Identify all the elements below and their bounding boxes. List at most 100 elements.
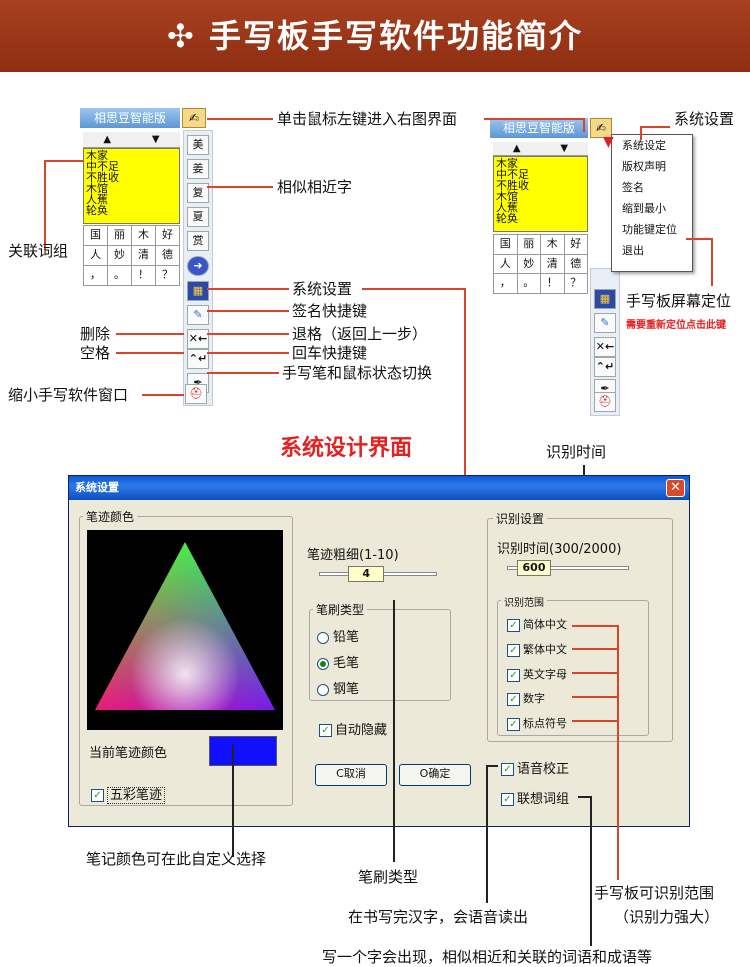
checkbox-checked-icon: ✓ [319, 724, 332, 737]
pen-menu-button[interactable]: ✍ [590, 118, 612, 138]
leader-line [232, 745, 234, 857]
brush-radio-pencil[interactable]: 铅笔 [317, 626, 359, 645]
minimize-hat-icon[interactable]: ⛑ [185, 384, 207, 404]
grid-char[interactable]: 国 [494, 235, 517, 254]
grid-char[interactable]: 好 [156, 226, 179, 245]
similar-char-button[interactable]: 复 [187, 183, 209, 203]
grid-char[interactable]: 德 [156, 246, 179, 265]
grid-char[interactable]: 木 [541, 235, 564, 254]
cancel-button[interactable]: C取消 [315, 764, 387, 786]
candidate-item[interactable]: 木馆 [496, 190, 518, 203]
color-triangle-picker[interactable] [87, 530, 283, 730]
brush-radio-pen[interactable]: 钢笔 [317, 678, 359, 697]
recog-time-slider-thumb[interactable]: 600 [517, 560, 551, 576]
grid-char[interactable]: 清 [541, 254, 564, 274]
grid-char[interactable]: 木 [132, 226, 155, 245]
candidate-item[interactable]: 中不足 [496, 168, 529, 181]
auto-hide-checkbox[interactable]: ✓自动隐藏 [319, 719, 387, 738]
grid-char[interactable]: 人 [84, 246, 107, 265]
brush-radio-brush[interactable]: 毛笔 [317, 652, 359, 671]
arrow-circle-icon[interactable]: ➜ [187, 256, 209, 276]
delete-backspace-icon[interactable]: ✕← [187, 329, 209, 349]
note-signature: 签名快捷键 [292, 302, 368, 320]
settings-grid-icon[interactable]: ▦ [594, 289, 616, 309]
menu-item-copyright[interactable]: 版权声明 [622, 160, 666, 173]
similar-char-button[interactable]: 赏 [187, 231, 209, 251]
candidate-item[interactable]: 人蕉 [86, 193, 108, 206]
assoc-words-checkbox[interactable]: ✓联想词组 [501, 788, 569, 807]
recog-time-slider[interactable] [507, 566, 629, 570]
grid-char[interactable]: 人 [494, 254, 517, 274]
settings-grid-icon[interactable]: ▦ [187, 281, 209, 301]
radio-selected-icon [317, 657, 329, 670]
grid-char[interactable]: ？ [564, 274, 587, 293]
page-up-arrow[interactable]: ▲ [512, 143, 521, 154]
space-enter-icon[interactable]: ⌃↵ [187, 349, 209, 369]
grid-char[interactable]: 丽 [108, 226, 131, 245]
range-checkbox[interactable]: ✓数字 [507, 690, 545, 706]
menu-item-signature[interactable]: 签名 [622, 181, 644, 194]
leader-line [207, 186, 273, 188]
cursor-arrow-icon: ▼ [603, 134, 614, 150]
candidate-item[interactable]: 不胜收 [496, 179, 529, 192]
leader-line [44, 160, 46, 250]
grid-char[interactable]: 清 [132, 246, 155, 265]
signature-pen-icon[interactable]: ✎ [594, 313, 616, 333]
space-enter-icon[interactable]: ⌃↵ [594, 357, 616, 377]
candidate-item[interactable]: 轮奂 [496, 212, 518, 225]
grid-char[interactable]: 妙 [517, 254, 540, 274]
range-checkbox[interactable]: ✓繁体中文 [507, 641, 567, 657]
grid-char[interactable]: 国 [84, 226, 107, 245]
delete-backspace-icon[interactable]: ✕← [594, 337, 616, 357]
menu-item-minimize[interactable]: 缩到最小 [622, 202, 666, 215]
candidate-item[interactable]: 轮奂 [86, 204, 108, 217]
range-checkbox[interactable]: ✓英文字母 [507, 666, 567, 682]
candidate-item[interactable]: 木家 [496, 157, 518, 170]
rainbow-pen-checkbox[interactable]: ✓五彩笔迹 [91, 784, 166, 804]
radio-icon [317, 683, 329, 696]
candidate-item[interactable]: 中不足 [86, 160, 119, 173]
range-checkbox[interactable]: ✓简体中文 [507, 616, 567, 632]
page-down-arrow[interactable]: ▼ [151, 134, 160, 145]
menu-item-function-key-position[interactable]: 功能键定位 [622, 223, 677, 236]
grid-char[interactable]: ， [84, 266, 107, 285]
speech-label: 语音校正 [517, 762, 570, 777]
candidate-item[interactable]: 人蕉 [496, 201, 518, 214]
system-settings-dialog: 系统设置 ✕ 笔迹颜色 [68, 475, 690, 827]
candidate-item[interactable]: 木家 [86, 149, 108, 162]
grid-char[interactable]: 。 [517, 274, 540, 293]
candidate-item[interactable]: 不胜收 [86, 171, 119, 184]
leader-line [44, 160, 84, 162]
menu-item-system-settings[interactable]: 系统设定 [622, 139, 666, 152]
side-button-column: 美 姜 复 夏 赏 ➜ ▦ ✎ ✕← ⌃↵ ✒ [183, 130, 213, 406]
grid-char[interactable]: 丽 [517, 235, 540, 254]
similar-char-button[interactable]: 姜 [187, 159, 209, 179]
leader-line [640, 126, 670, 128]
grid-char[interactable]: ！ [132, 266, 155, 285]
note-speech: 在书写完汉字，会语音读出 [348, 908, 529, 926]
grid-char[interactable]: 好 [564, 235, 587, 254]
candidate-item[interactable]: 木馆 [86, 182, 108, 195]
candidate-page-arrows: ▲ ▼ [83, 132, 180, 148]
pen-menu-button[interactable]: ✍ [182, 108, 206, 128]
grid-char[interactable]: 妙 [108, 246, 131, 265]
current-color-swatch[interactable] [209, 736, 277, 766]
similar-char-button[interactable]: 美 [187, 135, 209, 155]
close-icon[interactable]: ✕ [666, 479, 685, 497]
grid-char[interactable]: 。 [108, 266, 131, 285]
note-delete: 删除 [80, 325, 111, 343]
grid-char[interactable]: ！ [541, 274, 564, 293]
thickness-slider-thumb[interactable]: 4 [348, 566, 385, 582]
menu-item-exit[interactable]: 退出 [622, 244, 644, 257]
page-up-arrow[interactable]: ▲ [103, 134, 112, 145]
signature-pen-icon[interactable]: ✎ [187, 305, 209, 325]
grid-char[interactable]: ， [494, 274, 517, 293]
range-checkbox[interactable]: ✓标点符号 [507, 715, 567, 731]
ok-button[interactable]: O确定 [399, 764, 471, 786]
similar-char-button[interactable]: 夏 [187, 207, 209, 227]
grid-char[interactable]: ？ [156, 266, 179, 285]
grid-char[interactable]: 德 [564, 254, 587, 274]
minimize-hat-icon[interactable]: ⛑ [594, 392, 616, 412]
speech-correction-checkbox[interactable]: ✓语音校正 [501, 758, 569, 777]
page-down-arrow[interactable]: ▼ [560, 143, 569, 154]
